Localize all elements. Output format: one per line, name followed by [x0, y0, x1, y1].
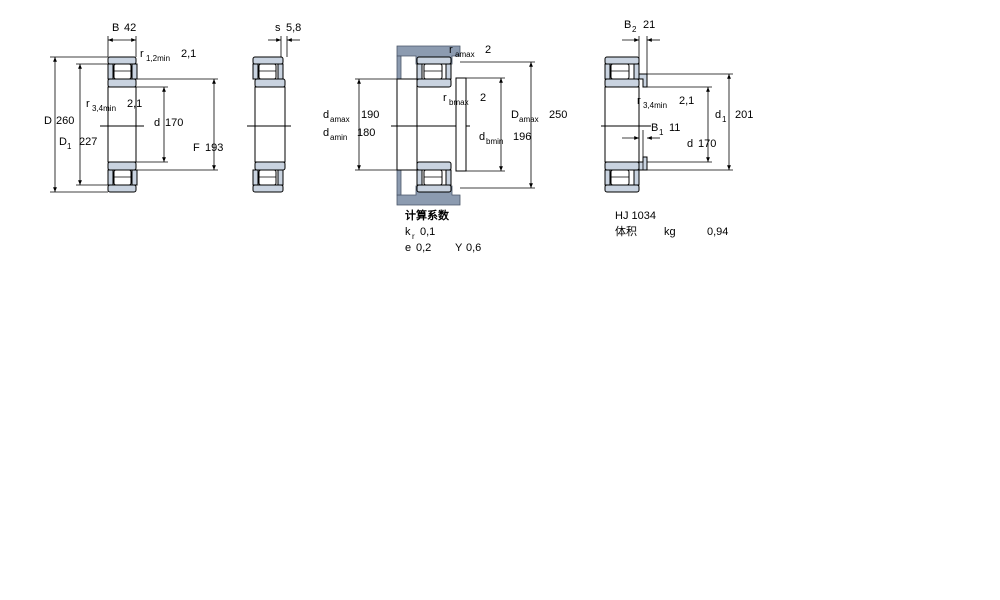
roller-top: [113, 63, 132, 80]
B1-label: B: [651, 122, 658, 134]
dim-s-value: 5,8: [286, 22, 301, 34]
damax-label: d: [323, 109, 329, 121]
Y-value: 0,6: [466, 242, 481, 254]
mass-value: 0,94: [707, 226, 728, 238]
ring-d-label: d: [687, 138, 693, 150]
B1-value: 11: [669, 122, 680, 134]
mass-unit: kg: [664, 226, 676, 238]
Damax-label: D: [511, 109, 519, 121]
kr-value: 0,1: [420, 226, 435, 238]
d1-value: 201: [735, 109, 753, 121]
ramax-label: r: [449, 44, 453, 56]
dim-d-label: d: [154, 117, 160, 129]
outer-ring-bottom: [107, 184, 137, 193]
kr-label: k: [405, 226, 411, 238]
ring-designation: HJ 1034: [615, 210, 656, 222]
Damax-sub: amax: [519, 115, 539, 124]
e-value: 0,2: [416, 242, 431, 254]
calc-heading: 计算系数: [405, 208, 450, 222]
roller-bottom: [113, 169, 132, 186]
d1-sub: 1: [722, 115, 727, 124]
ring-r34-label: r: [637, 95, 641, 107]
dim-F-value: 193: [205, 142, 223, 154]
angle-ring-view: B 2 21 r 3,4min 2,1 B 1 11 d 1 201 d 170…: [601, 19, 753, 238]
ring-r34-sub: 3,4min: [643, 101, 667, 110]
B1-sub: 1: [659, 128, 664, 137]
axial-displacement-view: s 5,8: [247, 22, 301, 193]
dim-B-value: 42: [124, 22, 136, 34]
damin-sub: amin: [330, 133, 347, 142]
dim-r34-value: 2,1: [127, 98, 142, 110]
dbmin-label: d: [479, 131, 485, 143]
bearing-section-view: B 42 r 1,2min 2,1 D 260 r 3,4min 2,1 D 1…: [44, 22, 223, 193]
damax-value: 190: [361, 109, 379, 121]
rbmax-label: r: [443, 92, 447, 104]
damin-label: d: [323, 127, 329, 139]
B2-label: B: [624, 19, 631, 31]
dim-D-label: D: [44, 115, 52, 127]
rbmax-sub: bmax: [449, 98, 469, 107]
dim-D1-label: D: [59, 136, 67, 148]
dim-d-value: 170: [165, 117, 183, 129]
kr-sub: r: [412, 232, 415, 241]
B2-sub: 2: [632, 25, 637, 34]
B2-value: 21: [643, 19, 655, 31]
dim-s-label: s: [275, 22, 281, 34]
ramax-sub: amax: [455, 50, 475, 59]
dim-r34-sub: 3,4min: [92, 104, 116, 113]
ramax-value: 2: [485, 44, 491, 56]
abutment-view: r amax 2 d amax 190 d amin 180 r bmax 2 …: [323, 44, 567, 206]
dbmin-value: 196: [513, 131, 531, 143]
inner-ring-top: [107, 78, 137, 88]
inner-ring-bottom: [107, 161, 137, 171]
dim-D1-sub: 1: [67, 142, 72, 151]
Damax-value: 250: [549, 109, 567, 121]
ring-r34-value: 2,1: [679, 95, 694, 107]
dim-r34-label: r: [86, 98, 90, 110]
ring-d-value: 170: [698, 138, 716, 150]
dim-B-label: B: [112, 22, 119, 34]
calculation-factors: 计算系数 k r 0,1 e 0,2 Y 0,6: [405, 208, 481, 254]
damin-value: 180: [357, 127, 375, 139]
dim-F-label: F: [193, 142, 200, 154]
dim-r12-label: r: [140, 48, 144, 60]
angle-ring-top: [638, 73, 648, 88]
d1-label: d: [715, 109, 721, 121]
mass-label: 体积: [615, 224, 637, 238]
Y-label: Y: [455, 242, 463, 254]
e-label: e: [405, 242, 411, 254]
damax-sub: amax: [330, 115, 350, 124]
dbmin-sub: bmin: [486, 137, 503, 146]
dim-r12-sub: 1,2min: [146, 54, 170, 63]
dim-D1-value: 227: [79, 136, 97, 148]
dim-D-value: 260: [56, 115, 74, 127]
rbmax-value: 2: [480, 92, 486, 104]
dim-r12-value: 2,1: [181, 48, 196, 60]
outer-ring-top: [107, 56, 137, 65]
